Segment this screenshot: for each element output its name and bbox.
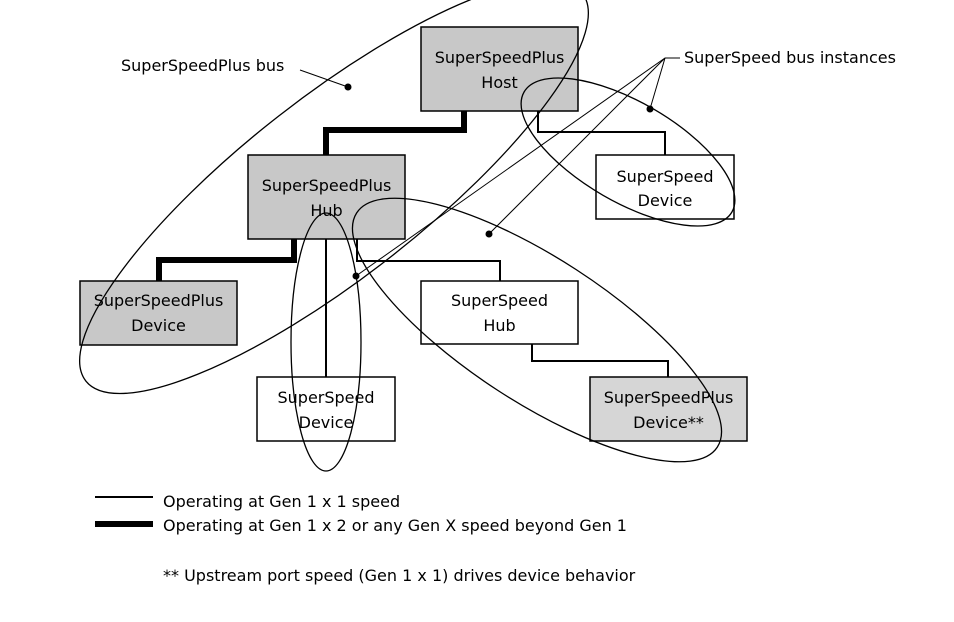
node-host-box xyxy=(420,26,579,112)
node-ssp-hub-label-1: SuperSpeedPlus xyxy=(262,176,392,195)
legend-footnote: ** Upstream port speed (Gen 1 x 1) drive… xyxy=(163,566,636,585)
bus-ellipses xyxy=(79,0,736,472)
node-ss-device-bottom-box xyxy=(256,376,396,442)
ss-bus-ellipse-vertical xyxy=(290,212,362,472)
node-ss-device-right-label-2: Device xyxy=(638,191,693,210)
ss-bus-leader-3 xyxy=(355,57,666,277)
ss-bus-instances-label: SuperSpeed bus instances xyxy=(684,48,896,67)
host-to-ss-device-link xyxy=(537,110,666,155)
ssp-bus-leader xyxy=(299,69,349,88)
legend-thick-label: Operating at Gen 1 x 2 or any Gen X spee… xyxy=(163,516,627,535)
callout-leaders xyxy=(299,57,680,277)
node-ss-device-right-label-1: SuperSpeed xyxy=(616,167,713,186)
node-host-label-2: Host xyxy=(481,73,517,92)
ss-bus-leader-1 xyxy=(649,57,666,110)
node-ss-device-bottom-label-1: SuperSpeed xyxy=(277,388,374,407)
ss-bus-leader-2 xyxy=(488,57,666,235)
node-ss-device-right: SuperSpeed Device xyxy=(595,154,735,220)
node-ssp-device-bottom-right-label-1: SuperSpeedPlus xyxy=(604,388,734,407)
node-host-label-1: SuperSpeedPlus xyxy=(435,48,565,67)
ssp-bus-label: SuperSpeedPlus bus xyxy=(121,56,284,75)
node-ss-device-bottom-label-2: Device xyxy=(299,413,354,432)
node-ssp-device-left-label-2: Device xyxy=(131,316,186,335)
node-ssp-hub: SuperSpeedPlus Hub xyxy=(247,154,406,240)
host-to-hub-link-thick xyxy=(323,110,467,155)
hub-to-ssp-device-link-thick xyxy=(156,238,297,282)
legend-thin-label: Operating at Gen 1 x 1 speed xyxy=(163,492,400,511)
node-ss-hub-box xyxy=(420,280,579,345)
connections xyxy=(156,110,669,377)
node-ssp-device-left-label-1: SuperSpeedPlus xyxy=(94,291,224,310)
node-ssp-hub-box xyxy=(247,154,406,240)
node-ssp-hub-label-2: Hub xyxy=(310,201,342,220)
callout-dots xyxy=(344,83,654,280)
ss-bus-dot-1 xyxy=(646,105,654,113)
node-ssp-device-bottom-right-box xyxy=(589,376,748,442)
node-ssp-device-left-box xyxy=(79,280,238,346)
node-ssp-device-bottom-right-label-2: Device** xyxy=(633,413,704,432)
node-ssp-device-bottom-right: SuperSpeedPlus Device** xyxy=(589,376,748,442)
node-host: SuperSpeedPlus Host xyxy=(420,26,579,112)
node-ss-device-right-box xyxy=(595,154,735,220)
node-ssp-device-left: SuperSpeedPlus Device xyxy=(79,280,238,346)
node-ss-device-bottom: SuperSpeed Device xyxy=(256,376,396,442)
ssp-bus-ellipse xyxy=(79,0,589,395)
ss-hub-to-ssp-device-link xyxy=(531,344,669,377)
node-ss-hub: SuperSpeed Hub xyxy=(420,280,579,345)
hub-to-ss-hub-link xyxy=(356,238,501,281)
node-ss-hub-label-2: Hub xyxy=(483,316,515,335)
ss-bus-dot-2 xyxy=(485,230,493,238)
node-ss-hub-label-1: SuperSpeed xyxy=(451,291,548,310)
ss-bus-ellipse-diagonal xyxy=(351,197,723,463)
ssp-bus-dot xyxy=(344,83,352,91)
legend: Operating at Gen 1 x 1 speed Operating a… xyxy=(95,492,636,585)
ss-bus-dot-3 xyxy=(352,272,360,280)
